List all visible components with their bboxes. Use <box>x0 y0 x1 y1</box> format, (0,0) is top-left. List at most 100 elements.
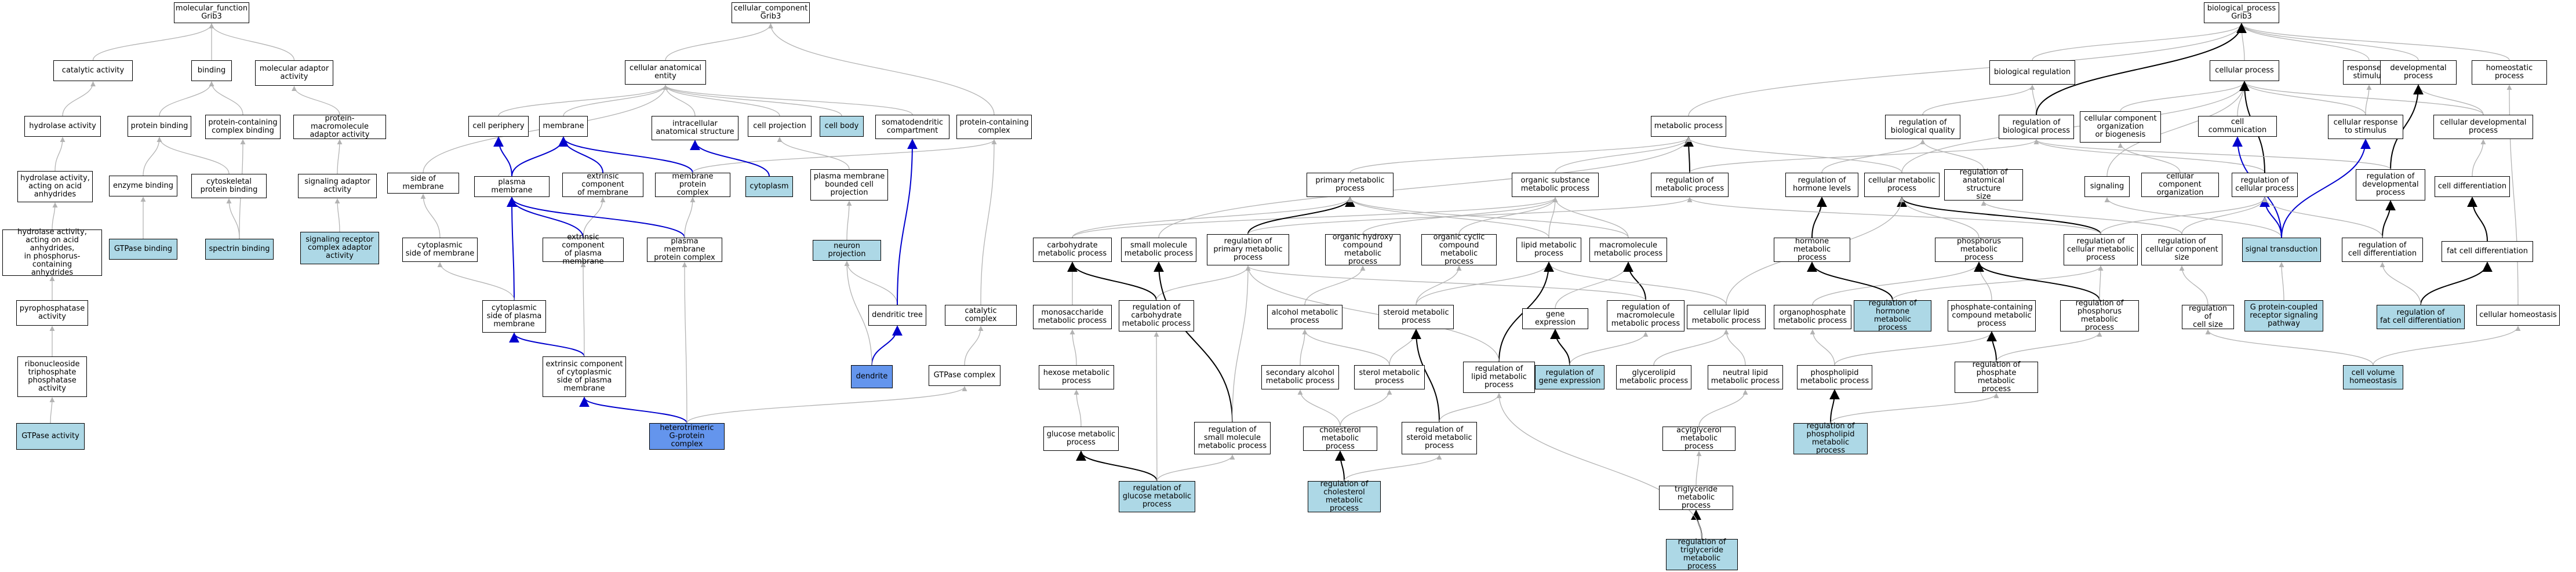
node-membrane[interactable]: membrane <box>539 116 588 137</box>
node-gtpase-binding[interactable]: GTPase binding <box>109 239 177 260</box>
node-reg-prim-met[interactable]: regulation of primary metabolic process <box>1207 234 1289 265</box>
node-signaling[interactable]: signaling <box>2084 176 2130 197</box>
node-reg-sm-met[interactable]: regulation of small molecule metabolic p… <box>1194 422 1271 454</box>
node-neut-lip-met[interactable]: neutral lipid metabolic process <box>1708 365 1783 389</box>
node-reg-bio-qual[interactable]: regulation of biological quality <box>1885 115 1960 139</box>
node-alc-met[interactable]: alcohol metabolic process <box>1267 305 1342 329</box>
node-reg-anat-size[interactable]: regulation of anatomical structure size <box>1944 169 2023 201</box>
node-cc-org[interactable]: cellular component organization <box>2141 173 2219 197</box>
node-organo-phos[interactable]: organophosphate metabolic process <box>1774 305 1851 329</box>
node-fat-diff[interactable]: fat cell differentiation <box>2442 241 2533 262</box>
node-acyl-met[interactable]: acylglycerol metabolic process <box>1662 427 1735 451</box>
node-sig-adaptor[interactable]: signaling adaptor activity <box>298 174 377 198</box>
node-cyto-side[interactable]: cytoplasmic side of membrane <box>402 238 478 262</box>
node-reg-lipid-met[interactable]: regulation of lipid metabolic process <box>1463 362 1535 393</box>
node-protein-binding[interactable]: protein binding <box>128 116 191 137</box>
node-reg-gene-expr[interactable]: regulation of gene expression <box>1535 365 1604 389</box>
node-glyc-met[interactable]: glycerolipid metabolic process <box>1616 365 1691 389</box>
node-gpcr[interactable]: G protein-coupled receptor signaling pat… <box>2244 300 2323 331</box>
node-dev-process[interactable]: developmental process <box>2380 60 2457 85</box>
node-cell-comm[interactable]: cell communication <box>2198 116 2277 137</box>
node-phos-cont-met[interactable]: phosphate-containing compound metabolic … <box>1948 300 2036 331</box>
node-gtpase-complex[interactable]: GTPase complex <box>929 365 1000 386</box>
node-sec-alc-met[interactable]: secondary alcohol metabolic process <box>1261 365 1339 389</box>
node-cell-dev-proc[interactable]: cellular developmental process <box>2433 115 2533 139</box>
node-bp[interactable]: biological_process Grib3 <box>2204 2 2279 23</box>
node-dendrite[interactable]: dendrite <box>851 365 893 388</box>
node-reg-cc-size[interactable]: regulation of cellular component size <box>2141 234 2222 265</box>
node-reg-phospholipid[interactable]: regulation of phospholipid metabolic pro… <box>1793 422 1868 455</box>
node-mono-met[interactable]: monosaccharide metabolic process <box>1033 305 1112 329</box>
node-mf[interactable]: molecular_function Grib3 <box>174 2 249 23</box>
node-cell-vol-homeo[interactable]: cell volume homeostasis <box>2343 365 2403 389</box>
node-het-g[interactable]: heterotrimeric G-protein complex <box>649 423 725 450</box>
node-reg-phos-met[interactable]: regulation of phosphorus metabolic proce… <box>2060 300 2139 332</box>
node-cell-met-proc[interactable]: cellular metabolic process <box>1864 173 1940 197</box>
node-oc-met[interactable]: organic cyclic compound metabolic proces… <box>1421 234 1497 266</box>
node-cell-body[interactable]: cell body <box>820 116 864 137</box>
node-trig-met[interactable]: triglyceride metabolic process <box>1659 486 1733 510</box>
node-hex-met[interactable]: hexose metabolic process <box>1039 365 1114 389</box>
node-cell-homeo[interactable]: cellular homeostasis <box>2476 305 2560 326</box>
node-side-membrane[interactable]: side of membrane <box>387 173 459 194</box>
node-sig-trans[interactable]: signal transduction <box>2242 238 2321 262</box>
node-reg-chol-met[interactable]: regulation of cholesterol metabolic proc… <box>1308 480 1381 513</box>
node-macro-met[interactable]: macromolecule metabolic process <box>1589 238 1667 262</box>
node-hydrolase[interactable]: hydrolase activity <box>24 116 101 137</box>
node-gtpase-act[interactable]: GTPase activity <box>16 423 85 450</box>
node-reg-carb-met[interactable]: regulation of carbohydrate metabolic pro… <box>1119 300 1194 331</box>
node-dendritic-tree[interactable]: dendritic tree <box>868 305 926 326</box>
node-met-process[interactable]: metabolic process <box>1651 116 1726 137</box>
node-cell-process[interactable]: cellular process <box>2210 60 2279 81</box>
node-pm-adaptor[interactable]: protein-macromolecule adaptor activity <box>293 115 386 139</box>
node-mol-adaptor[interactable]: molecular adaptor activity <box>255 60 333 86</box>
node-homeo-process[interactable]: homeostatic process <box>2472 60 2547 85</box>
node-horm-met[interactable]: hormone metabolic process <box>1774 238 1850 262</box>
node-extrinsic-membrane[interactable]: extrinsic component of membrane <box>562 173 643 197</box>
node-reg-bio-proc[interactable]: regulation of biological process <box>1999 115 2074 139</box>
node-src-adaptor[interactable]: signaling receptor complex adaptor activ… <box>300 232 379 264</box>
node-gene-expr[interactable]: gene expression <box>1522 308 1588 329</box>
node-somato[interactable]: somatodendritic compartment <box>875 115 949 139</box>
node-lipid-met[interactable]: lipid metabolic process <box>1516 238 1581 262</box>
node-cytoplasm[interactable]: cytoplasm <box>745 176 793 197</box>
node-reg-horm-levels[interactable]: regulation of hormone levels <box>1785 173 1858 197</box>
node-cell-diff[interactable]: cell differentiation <box>2435 176 2510 197</box>
node-phospholipid-met[interactable]: phospholipid metabolic process <box>1797 365 1872 389</box>
node-binding[interactable]: binding <box>191 60 232 81</box>
node-intracellular[interactable]: intracellular anatomical structure <box>652 116 738 140</box>
node-pyro[interactable]: pyrophosphatase activity <box>16 300 88 326</box>
node-reg-phosphate-met[interactable]: regulation of phosphate metabolic proces… <box>1955 361 2038 394</box>
node-reg-cell-diff[interactable]: regulation of cell differentiation <box>2342 238 2423 262</box>
node-bio-reg[interactable]: biological regulation <box>1989 60 2075 85</box>
node-org-sub-met[interactable]: organic substance metabolic process <box>1512 173 1599 197</box>
node-reg-gluc-met[interactable]: regulation of glucose metabolic process <box>1119 481 1195 512</box>
node-steroid-met[interactable]: steroid metabolic process <box>1378 305 1454 329</box>
node-spectrin[interactable]: spectrin binding <box>205 239 274 260</box>
node-sm-met[interactable]: small molecule metabolic process <box>1121 238 1196 262</box>
node-cell-lipid-met[interactable]: cellular lipid metabolic process <box>1687 305 1766 329</box>
node-neuron-projection[interactable]: neuron projection <box>813 240 881 261</box>
node-reg-cell-size[interactable]: regulation of cell size <box>2182 305 2234 329</box>
node-oh-met[interactable]: organic hydroxy compound metabolic proce… <box>1325 234 1400 266</box>
node-reg-fat-diff[interactable]: regulation of fat cell differentiation <box>2377 305 2465 329</box>
node-enzyme-binding[interactable]: enzyme binding <box>109 176 177 196</box>
node-ribo[interactable]: ribonucleoside triphosphate phosphatase … <box>17 356 87 397</box>
node-reg-dev-proc[interactable]: regulation of developmental process <box>2356 169 2425 201</box>
node-reg-cell-proc[interactable]: regulation of cellular process <box>2232 173 2298 197</box>
node-cc[interactable]: cellular_component Grib3 <box>732 2 810 23</box>
node-reg-met-proc[interactable]: regulation of metabolic process <box>1651 173 1729 197</box>
node-sterol-met[interactable]: sterol metabolic process <box>1354 365 1425 389</box>
node-catalytic-complex[interactable]: catalytic complex <box>945 305 1017 326</box>
node-plasma-membrane[interactable]: plasma membrane <box>474 176 550 197</box>
node-extrinsic-pm[interactable]: extrinsic component of plasma membrane <box>543 234 624 266</box>
node-cell-periphery[interactable]: cell periphery <box>468 116 529 137</box>
node-extrinsic-cyto[interactable]: extrinsic component of cytoplasmic side … <box>543 356 626 397</box>
node-cell-resp-stim[interactable]: cellular response to stimulus <box>2328 115 2403 139</box>
node-pc-complex[interactable]: protein-containing complex <box>956 115 1032 139</box>
node-hyd-acid[interactable]: hydrolase activity, acting on acid anhyd… <box>17 171 93 202</box>
node-cae[interactable]: cellular anatomical entity <box>625 60 706 85</box>
node-reg-steroid-met[interactable]: regulation of steroid metabolic process <box>1402 422 1477 454</box>
node-pmb-projection[interactable]: plasma membrane bounded cell projection <box>810 169 888 201</box>
node-pc-binding[interactable]: protein-containing complex binding <box>205 115 281 139</box>
